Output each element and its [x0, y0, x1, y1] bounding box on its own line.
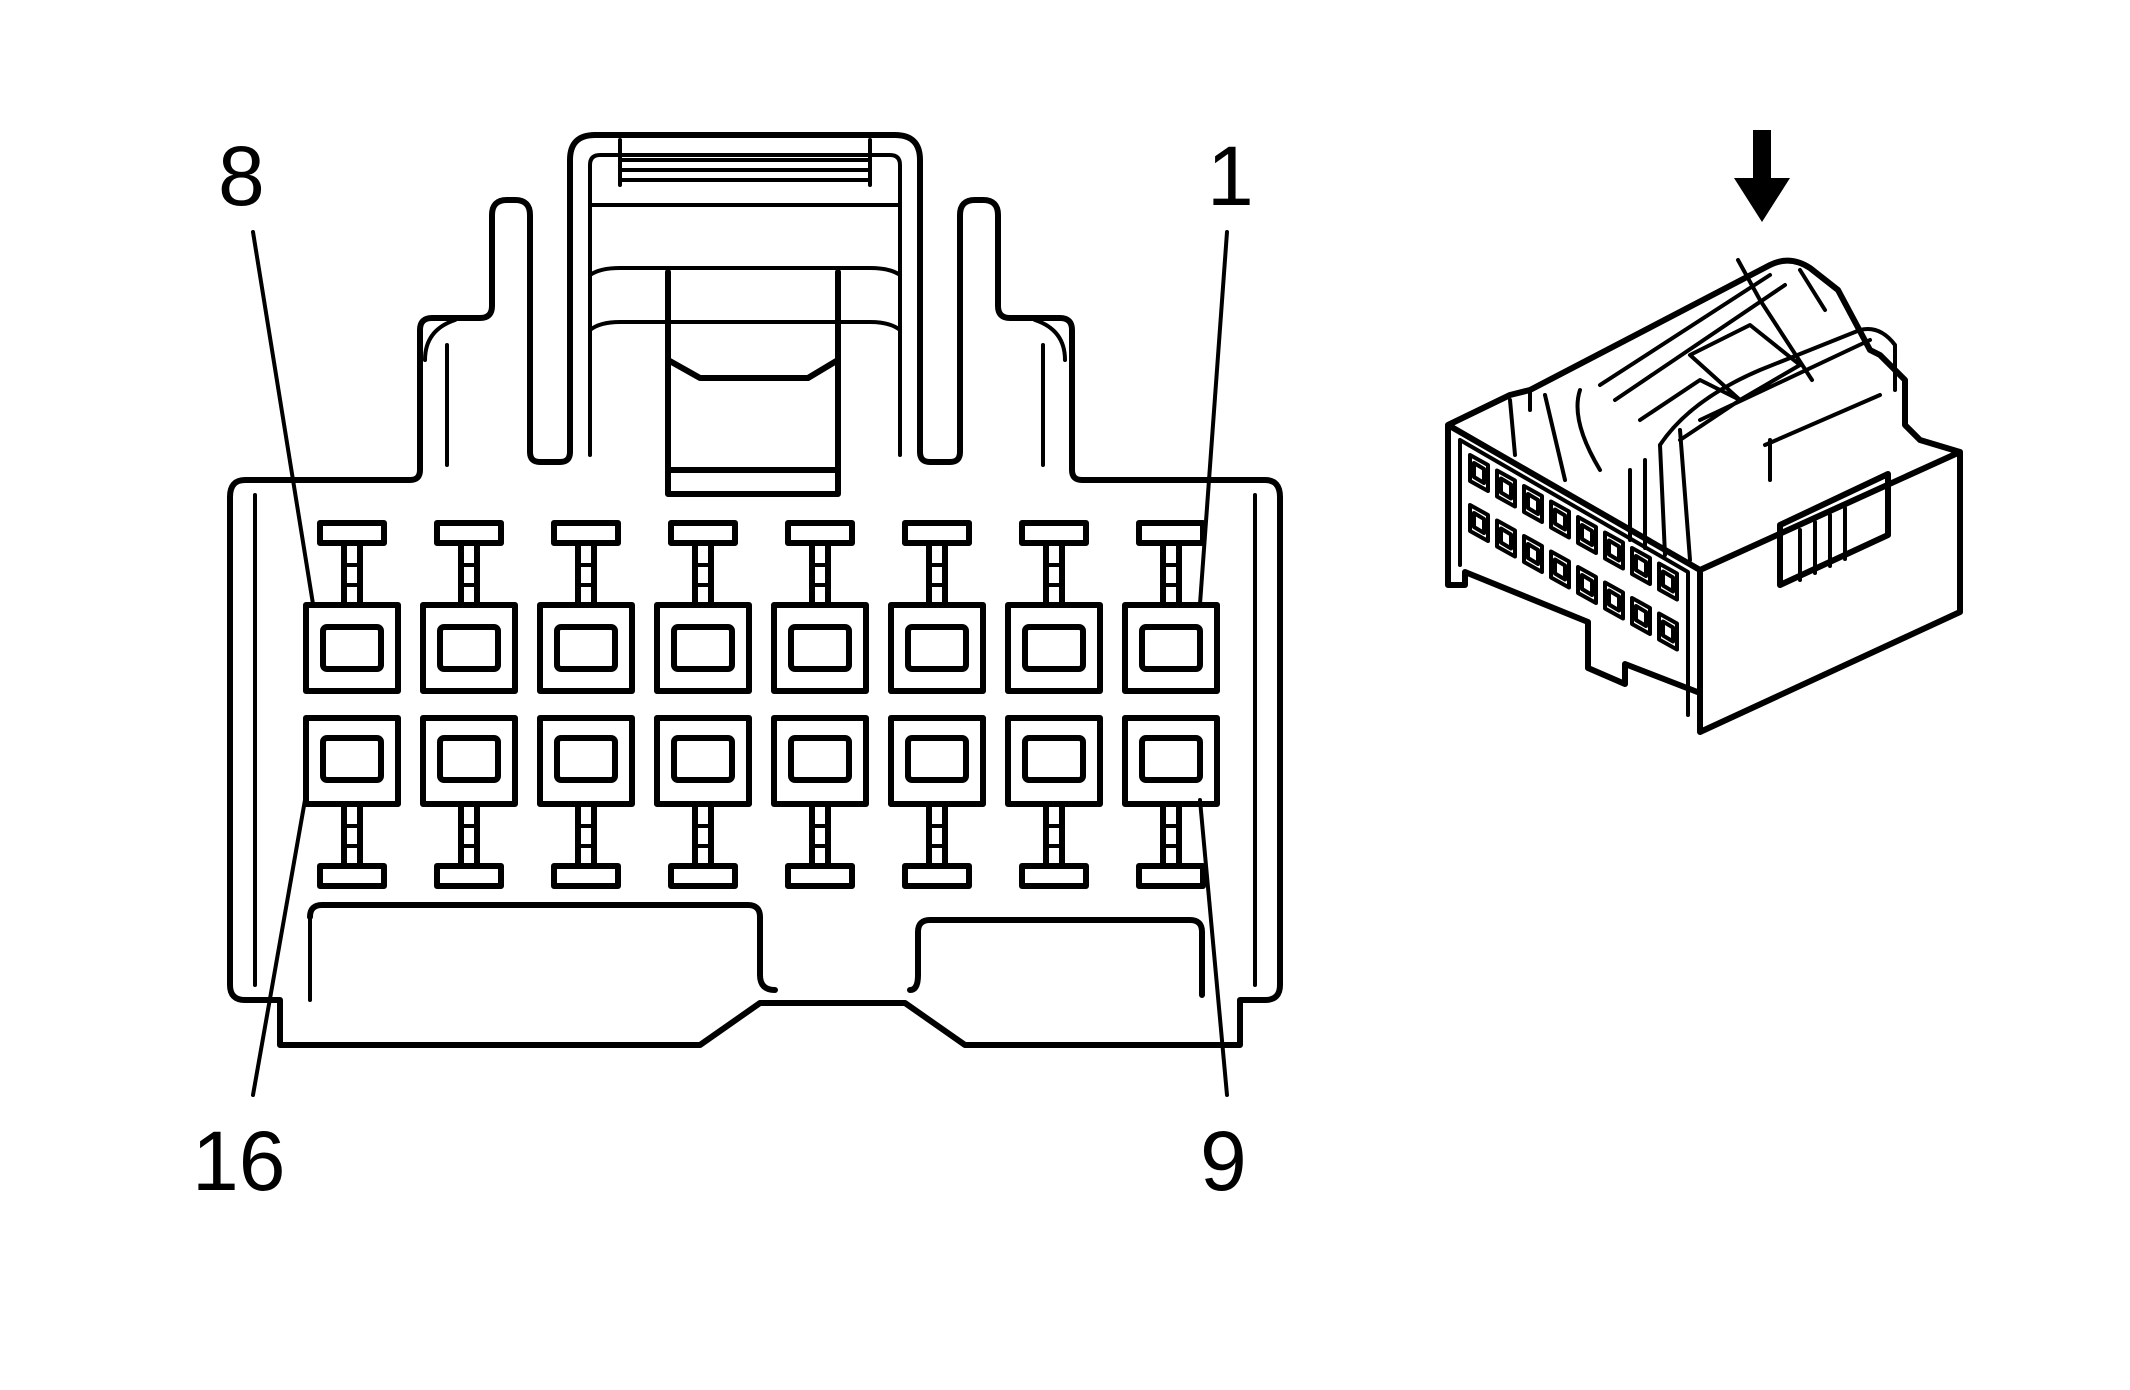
terminal-cavity-10 — [1005, 715, 1103, 889]
terminal-cavity-2 — [1005, 520, 1103, 694]
iso-cavity — [1522, 534, 1544, 574]
iso-cavity — [1576, 565, 1598, 605]
iso-cavity-inner — [1526, 492, 1540, 516]
iso-cavity — [1576, 515, 1598, 555]
iso-cavity-inner — [1634, 554, 1648, 578]
terminal-row-top — [303, 520, 1220, 694]
terminal-cavity-14 — [537, 715, 635, 889]
iso-cavity — [1657, 561, 1679, 602]
iso-cavity-inner — [1634, 604, 1648, 628]
iso-terminal-cavities — [1468, 453, 1679, 652]
connector-isometric-view — [1445, 130, 1963, 735]
terminal-cavity-3 — [888, 520, 986, 694]
terminal-cavity-6 — [537, 520, 635, 694]
iso-cavity-inner — [1472, 511, 1486, 535]
iso-cavity-inner — [1472, 461, 1486, 485]
terminal-cavity-15 — [420, 715, 518, 889]
iso-cavity — [1468, 503, 1490, 543]
housing-outline — [227, 477, 1283, 1048]
iso-cavity — [1630, 596, 1652, 636]
iso-cavity — [1549, 549, 1571, 590]
pin-label-1: 1 — [1207, 129, 1254, 223]
iso-cavity-inner — [1499, 476, 1513, 501]
terminal-cavity-12 — [771, 715, 869, 889]
iso-cavity — [1603, 580, 1625, 621]
terminal-cavity-5 — [654, 520, 752, 694]
terminal-row-bottom — [303, 715, 1220, 889]
leader-line-pin-1 — [1198, 230, 1229, 606]
housing-inner-outline — [253, 493, 1257, 987]
terminal-cavity-7 — [420, 520, 518, 694]
latch-frame — [297, 132, 1218, 483]
leader-line-pin-9 — [1198, 798, 1229, 1097]
pin-label-9: 9 — [1200, 1114, 1247, 1208]
iso-cavity — [1522, 484, 1544, 524]
iso-cavity — [1657, 611, 1679, 652]
iso-cavity-inner — [1607, 588, 1621, 613]
iso-cavity-inner — [1526, 542, 1540, 566]
iso-cavity-inner — [1553, 557, 1567, 582]
iso-cavity-inner — [1499, 526, 1513, 551]
iso-latch — [1508, 258, 1897, 562]
connector-face-view: 8 1 16 9 — [192, 129, 1283, 1208]
terminal-cavity-8 — [303, 520, 401, 694]
iso-body-outline — [1445, 257, 1963, 735]
iso-side-window-inner — [1798, 506, 1847, 582]
iso-cavity-inner — [1607, 538, 1621, 563]
terminal-cavity-1 — [1122, 520, 1220, 694]
latch-inner — [423, 138, 1067, 467]
terminal-cavity-4 — [771, 520, 869, 694]
view-direction-arrow-icon — [1734, 130, 1790, 222]
iso-cavity — [1630, 546, 1652, 586]
terminal-cavity-13 — [654, 715, 752, 889]
iso-cavity — [1549, 499, 1571, 540]
leader-line-pin-16 — [251, 798, 307, 1097]
terminal-cavity-16 — [303, 715, 401, 889]
terminal-cavity-9 — [1122, 715, 1220, 889]
iso-cavity-inner — [1661, 619, 1675, 644]
iso-side-window — [1777, 471, 1891, 588]
iso-cavity-inner — [1580, 523, 1594, 547]
leader-line-pin-8 — [251, 230, 315, 606]
iso-cavity — [1495, 518, 1517, 559]
latch-tongue — [665, 269, 841, 497]
pin-label-16: 16 — [192, 1114, 285, 1208]
terminal-cavity-11 — [888, 715, 986, 889]
keying-recess-left — [307, 902, 778, 993]
iso-cavity — [1495, 468, 1517, 509]
iso-cavity-inner — [1580, 573, 1594, 597]
pin-label-8: 8 — [218, 129, 265, 223]
keying-recess-right — [907, 917, 1205, 998]
iso-cavity-inner — [1661, 569, 1675, 594]
iso-cavity — [1603, 530, 1625, 571]
iso-face-inner — [1458, 438, 1690, 717]
iso-cavity-inner — [1553, 507, 1567, 532]
iso-cavity — [1468, 453, 1490, 493]
